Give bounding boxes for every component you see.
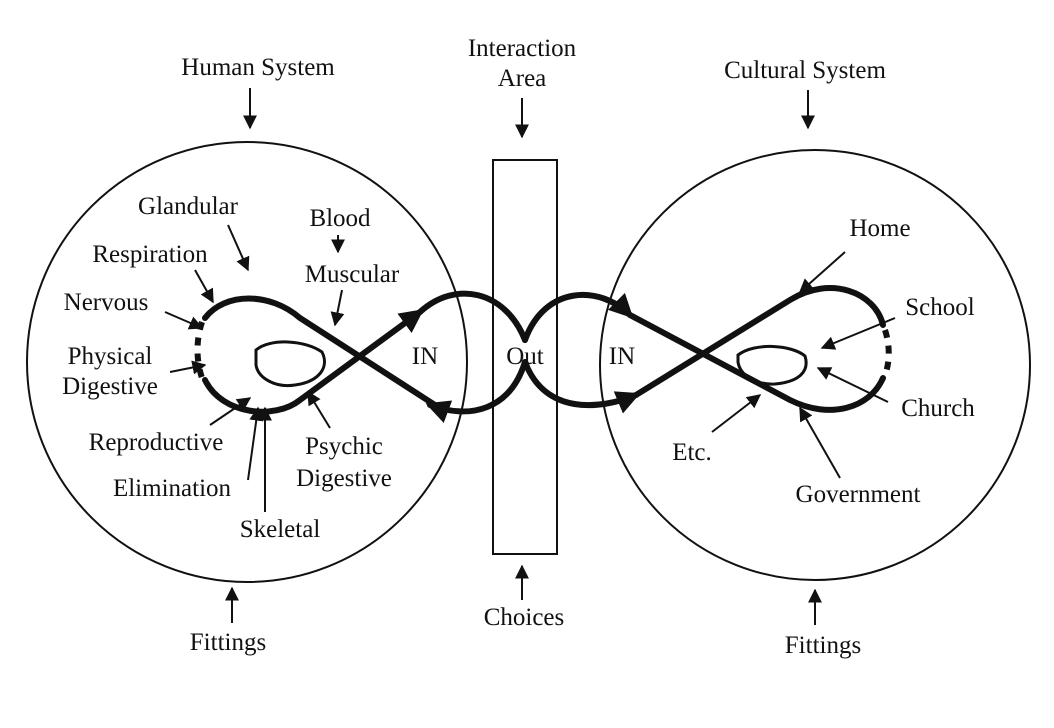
glandular-pointer	[227, 224, 250, 272]
physical-digestive-line1: Physical	[68, 343, 153, 370]
right-connect-bottom	[522, 359, 641, 414]
church-label: Church	[901, 395, 975, 422]
psychic-pointer	[307, 390, 331, 429]
choices-label: Choices	[484, 604, 565, 631]
reproductive-pointer	[209, 397, 252, 426]
cultural-system-circle	[599, 149, 1031, 581]
glandular-label: Glandular	[138, 193, 239, 220]
church-pointer	[816, 367, 889, 403]
respiration-pointer	[194, 269, 214, 304]
physical-digestive-line2: Digestive	[62, 373, 158, 400]
respiration-label: Respiration	[92, 241, 208, 268]
psychic-digestive-line2: Digestive	[296, 465, 392, 492]
school-pointer	[820, 317, 896, 350]
fittings-left-label: Fittings	[190, 629, 266, 656]
government-label: Government	[796, 481, 921, 508]
elimination-label: Elimination	[113, 475, 232, 502]
fittings-right-label: Fittings	[785, 632, 861, 659]
etc-pointer	[711, 394, 762, 433]
elimination-pointer	[247, 406, 264, 481]
cultural-loop-down	[627, 312, 886, 413]
school-label: School	[905, 294, 975, 321]
skeletal-label: Skeletal	[240, 516, 321, 543]
right-connect-top	[522, 292, 634, 343]
interaction-area-label-line1: Interaction	[468, 35, 577, 62]
etc-label: Etc.	[672, 439, 712, 466]
interaction-area-box	[492, 159, 558, 555]
human-loop-dashed	[194, 321, 205, 379]
physical-digestive-pointer	[169, 360, 207, 375]
human-heart-symbol	[254, 340, 326, 388]
cultural-loop-up	[633, 285, 886, 398]
muscular-label: Muscular	[305, 261, 400, 288]
center-loop-bottom	[425, 359, 528, 423]
blood-label: Blood	[309, 205, 371, 232]
in-left-label: IN	[412, 343, 438, 370]
government-pointer	[799, 406, 841, 479]
human-loop-upper	[202, 295, 438, 408]
home-pointer	[798, 251, 846, 293]
muscular-pointer	[330, 289, 345, 327]
out-label: Out	[506, 343, 544, 370]
cultural-system-label: Cultural System	[724, 57, 886, 84]
home-label: Home	[849, 215, 910, 242]
in-right-label: IN	[609, 343, 635, 370]
interaction-area-label-line2: Area	[498, 65, 547, 92]
human-system-label: Human System	[181, 54, 335, 81]
human-system-circle	[26, 141, 468, 583]
nervous-label: Nervous	[64, 289, 149, 316]
psychic-digestive-line1: Psychic	[305, 433, 383, 460]
reproductive-label: Reproductive	[89, 429, 224, 456]
nervous-pointer	[164, 311, 204, 330]
center-loop-top	[417, 290, 528, 343]
cultural-heart-symbol	[736, 344, 808, 386]
cultural-loop-dashed	[882, 329, 892, 377]
